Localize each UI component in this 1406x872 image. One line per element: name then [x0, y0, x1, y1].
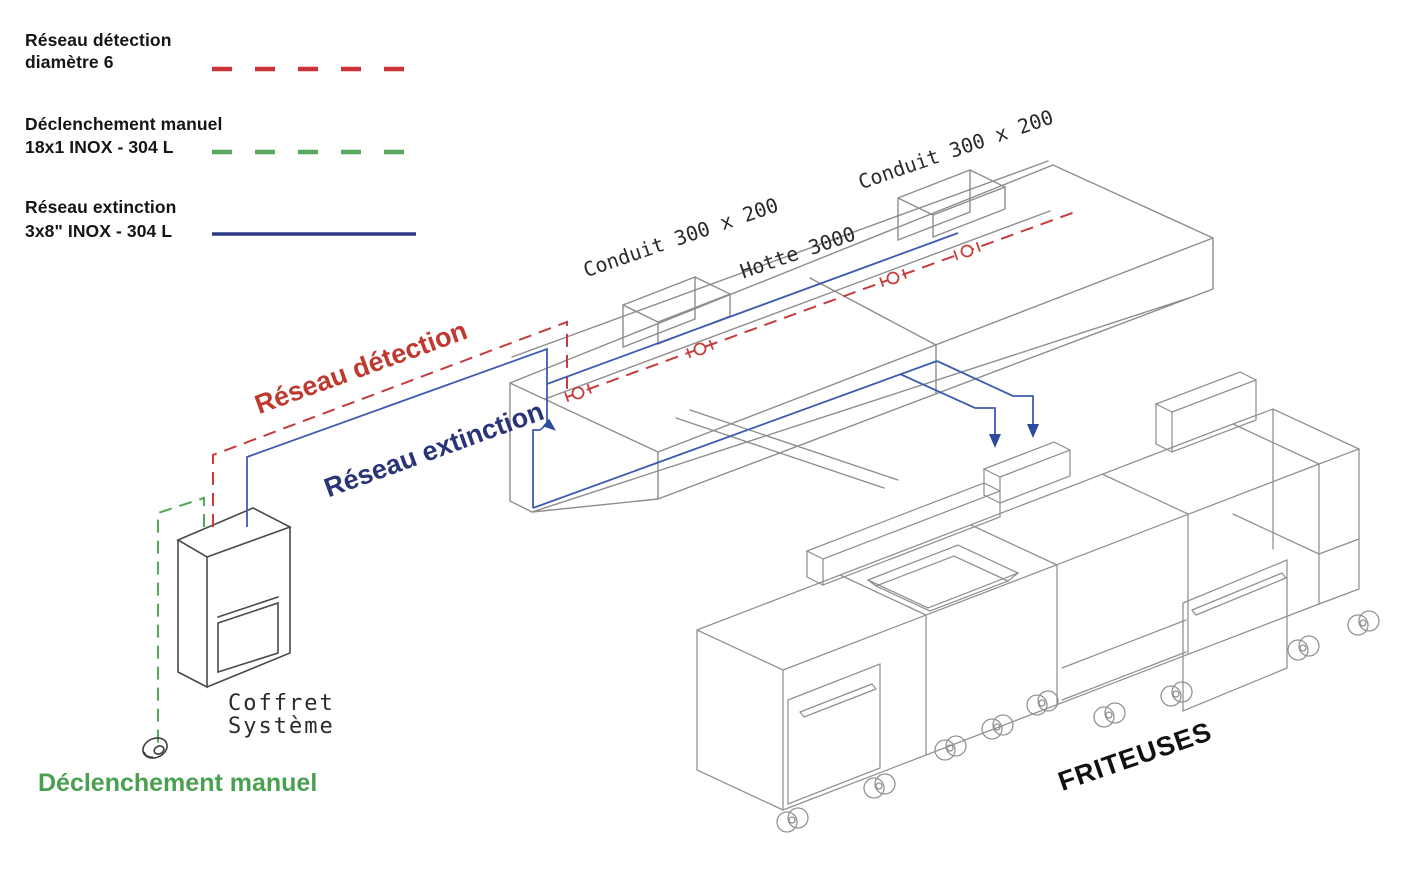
- reseau-extinction-caption: Réseau extinction: [320, 396, 547, 503]
- fryers-block: [696, 371, 1380, 833]
- caster: [1093, 702, 1126, 728]
- legend-item1-line1: Réseau détection: [25, 30, 172, 50]
- fryer-splash-boxes: [805, 371, 1257, 586]
- coffret-systeme: [176, 507, 293, 689]
- fryer-door-left: [787, 663, 881, 805]
- legend-item1-line2: diamètre 6: [25, 52, 114, 72]
- hotte-label: Hotte 3000: [737, 221, 859, 283]
- caster: [863, 773, 896, 799]
- conduit-right-label: Conduit 300 x 200: [855, 105, 1056, 194]
- manual-release-button: [142, 737, 168, 759]
- caster: [776, 807, 809, 833]
- legend-blue-solid-line-swatch: [212, 232, 416, 236]
- reseau-detection-caption: Réseau détection: [251, 315, 471, 420]
- extinction-network: [246, 232, 1039, 527]
- conduit-left: [622, 275, 732, 349]
- legend-item3-line1: Réseau extinction: [25, 197, 177, 217]
- detector-symbol: [564, 383, 592, 403]
- nozzle-arrow-icon: [1027, 424, 1039, 438]
- fryer-vat: [866, 544, 1020, 612]
- flow-arrow-icon: [542, 418, 556, 431]
- legend-red-dashed-line-swatch: [212, 66, 416, 72]
- fryer-door-right: [1182, 559, 1288, 712]
- coffret-label-line2: Système: [228, 714, 335, 739]
- conduit-right: [897, 168, 1007, 242]
- casters: [776, 610, 1380, 833]
- coffret-label-line1: Coffret: [228, 691, 335, 716]
- declenchement-manuel-caption: Déclenchement manuel: [38, 769, 318, 797]
- detection-network: [212, 211, 1076, 527]
- detector-symbol: [686, 339, 714, 359]
- caster: [1026, 690, 1059, 716]
- nozzle-arrow-icon: [989, 434, 1001, 448]
- caster: [934, 735, 967, 761]
- detector-symbol: [879, 268, 907, 288]
- manual-release-line: [142, 496, 206, 759]
- hood-hotte: [509, 160, 1214, 513]
- friteuses-caption: FRITEUSES: [1054, 716, 1216, 797]
- legend: Réseau détection diamètre 6 Déclenchemen…: [25, 30, 455, 255]
- legend-item2-line2: 18x1 INOX - 304 L: [25, 137, 174, 157]
- legend-green-dashed-line-swatch: [212, 149, 416, 155]
- detector-symbol: [953, 241, 981, 261]
- caster: [981, 714, 1014, 740]
- legend-item3-line2: 3x8" INOX - 304 L: [25, 221, 173, 241]
- legend-item2-line1: Déclenchement manuel: [25, 114, 223, 134]
- caster: [1347, 610, 1380, 636]
- caster: [1160, 681, 1193, 707]
- caster: [1287, 635, 1320, 661]
